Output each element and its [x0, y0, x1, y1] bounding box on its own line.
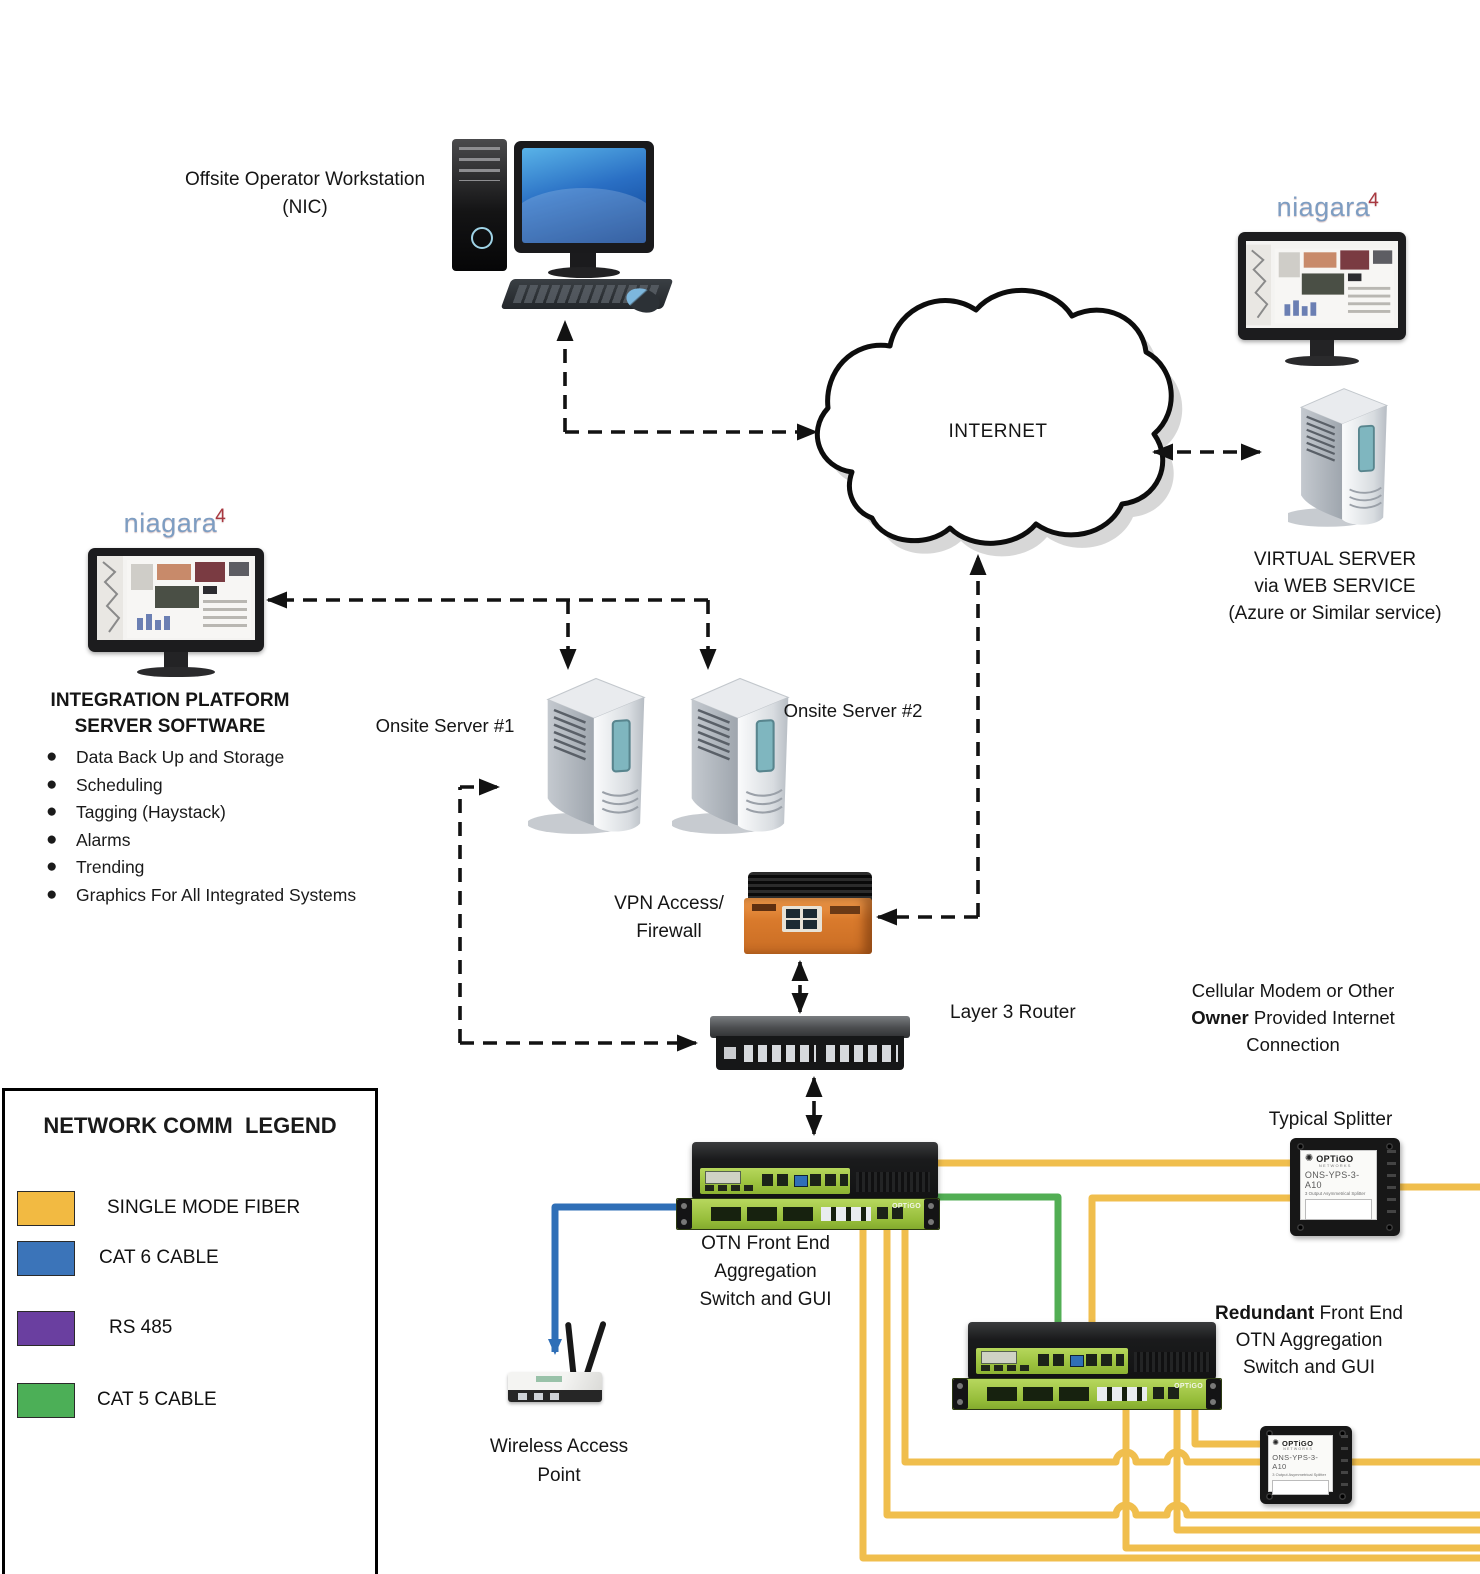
dashboard-screenshot: [1246, 244, 1395, 326]
onsite-server2-icon: [672, 668, 808, 836]
legend-swatch-cat5: [17, 1383, 75, 1418]
list-item: ●Trending: [46, 856, 145, 877]
fiber-run-bottom-1: [859, 1222, 1480, 1562]
list-item: ●Alarms: [46, 828, 131, 850]
cat5-otn-to-redundant: [933, 1193, 1062, 1324]
workstation-monitor-icon: [514, 141, 654, 253]
legend-swatch-fiber: [17, 1191, 75, 1226]
list-item: ●Scheduling: [46, 773, 163, 795]
legend-swatch-rs485: [17, 1311, 75, 1346]
legend-label-cat6: CAT 6 CABLE: [99, 1247, 219, 1268]
legend-label-fiber: SINGLE MODE FIBER: [107, 1197, 301, 1218]
antenna-icon: [583, 1320, 607, 1378]
onsite-server1-label: Onsite Server #1: [375, 715, 515, 736]
legend-label-cat5: CAT 5 CABLE: [97, 1389, 217, 1410]
legend-title: NETWORK COMM LEGEND: [43, 1113, 337, 1138]
list-item: ●Graphics For All Integrated Systems: [46, 883, 357, 905]
integration-title: INTEGRATION PLATFORM SERVER SOFTWARE: [50, 690, 290, 737]
redundant-otn-switch-icon: OPTiGO: [952, 1320, 1222, 1412]
cable-wires: [548, 1159, 1480, 1562]
router-label: Layer 3 Router: [950, 1002, 1076, 1023]
legend-label-rs485: RS 485: [109, 1317, 173, 1338]
list-item: ●Tagging (Haystack): [46, 801, 226, 822]
desktop-tower-icon: [452, 139, 507, 271]
offsite-workstation-icon: [448, 131, 678, 326]
otn-brand-text: OPTiGO: [1174, 1383, 1203, 1390]
optigo-gear-icon: ✺: [1272, 1438, 1279, 1448]
internet-label: INTERNET: [948, 421, 1048, 442]
legend-swatch-cat6: [17, 1241, 75, 1276]
wireless-access-point-icon: [508, 1320, 620, 1418]
virtual-server-monitor-icon: [1238, 232, 1406, 378]
redundant-switch-label: Redundant Front End OTN Aggregation Swit…: [1215, 1303, 1403, 1378]
virtual-server-label: VIRTUAL SERVER via WEB SERVICE (Azure or…: [1228, 549, 1442, 624]
splitter2-icon: ✺OPTiGO NETWORKS ONS-YPS-3-A10 3 Output …: [1260, 1426, 1352, 1504]
network-comm-legend: NETWORK COMM LEGEND SINGLE MODE FIBER CA…: [2, 1088, 378, 1574]
fiber-run-to-splitter2: [901, 1222, 1262, 1466]
otn-front-end-switch-icon: OPTiGO: [676, 1140, 940, 1230]
otn-switch-label: OTN Front End Aggregation Switch and GUI: [699, 1233, 832, 1310]
niagara-logo: niagara4: [123, 506, 227, 538]
fiber-redundant-run-2: [1173, 1402, 1480, 1534]
niagara-logo: niagara4: [1276, 190, 1380, 222]
optigo-gear-icon: ✺: [1304, 1152, 1314, 1164]
otn-brand-text: OPTiGO: [892, 1203, 921, 1210]
integration-bullet-list: ●Data Back Up and Storage ●Scheduling ●T…: [38, 746, 448, 911]
internet-cloud-icon: [814, 288, 1183, 557]
router-ports: [744, 1045, 816, 1062]
power-button-icon: [470, 227, 493, 249]
fiber-redundant-run-1: [1122, 1402, 1480, 1552]
onsite-server1-icon: [528, 668, 664, 836]
list-item: ●Data Back Up and Storage: [46, 746, 285, 767]
dashboard-screenshot: [96, 556, 251, 641]
vpn-firewall-icon: [744, 872, 872, 954]
cellular-modem-note: Cellular Modem or Other Owner Provided I…: [1191, 980, 1395, 1055]
typical-splitter-caption: Typical Splitter: [1268, 1109, 1393, 1130]
onsite-server2-label: Onsite Server #2: [783, 700, 923, 721]
splitter1-icon: ✺OPTiGO NETWORKS ONS-YPS-3-A10 3 Output …: [1290, 1138, 1400, 1236]
wap-label: Wireless Access Point: [489, 1436, 629, 1486]
cat6-otn-to-wap: [548, 1203, 684, 1355]
dashed-connectors: [266, 320, 1262, 1136]
vpn-label: VPN Access/ Firewall: [614, 893, 724, 942]
router-ports: [826, 1045, 898, 1062]
workstation-label: Offsite Operator Workstation (NIC): [184, 169, 426, 218]
fiber-splitter1-to-redundant: [1088, 1194, 1292, 1324]
fiber-run-bottom-2: [883, 1222, 1480, 1519]
integration-monitor-icon: [88, 548, 264, 688]
virtual-server-icon: [1288, 368, 1400, 540]
layer3-router-icon: [710, 1016, 910, 1074]
fiber-redundant-to-splitter2: [1191, 1402, 1262, 1448]
